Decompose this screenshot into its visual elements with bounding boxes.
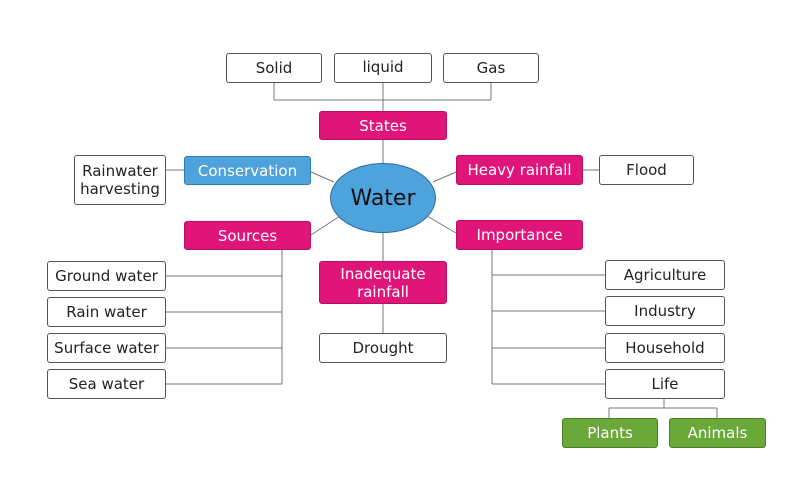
rainwater-harvesting-node: Rainwater harvesting [74,155,166,205]
source-rain-water-node: Rain water [47,297,166,327]
importance-agriculture-node: Agriculture [605,260,725,290]
life-animals-node: Animals [669,418,766,448]
conservation-node: Conservation [184,156,311,185]
connector-line [432,171,457,183]
connector-line [310,215,341,236]
source-ground-water-node: Ground water [47,261,166,291]
state-liquid-node: liquid [334,53,432,83]
source-sea-water-node: Sea water [47,369,166,399]
inadequate-rainfall-node: Inadequate rainfall [319,261,447,304]
importance-node: Importance [456,220,583,250]
flood-node: Flood [599,155,694,185]
importance-life-node: Life [605,369,725,399]
importance-household-node: Household [605,333,725,363]
center-node: Water [330,163,436,233]
state-gas-node: Gas [443,53,539,83]
state-solid-node: Solid [226,53,322,83]
drought-node: Drought [319,333,447,363]
life-plants-node: Plants [562,418,658,448]
sources-node: Sources [184,221,311,250]
importance-industry-node: Industry [605,296,725,326]
connector-line [310,171,335,183]
source-surface-water-node: Surface water [47,333,166,363]
connector-line [426,215,457,234]
heavy-rainfall-node: Heavy rainfall [456,155,583,185]
states-node: States [319,111,447,140]
